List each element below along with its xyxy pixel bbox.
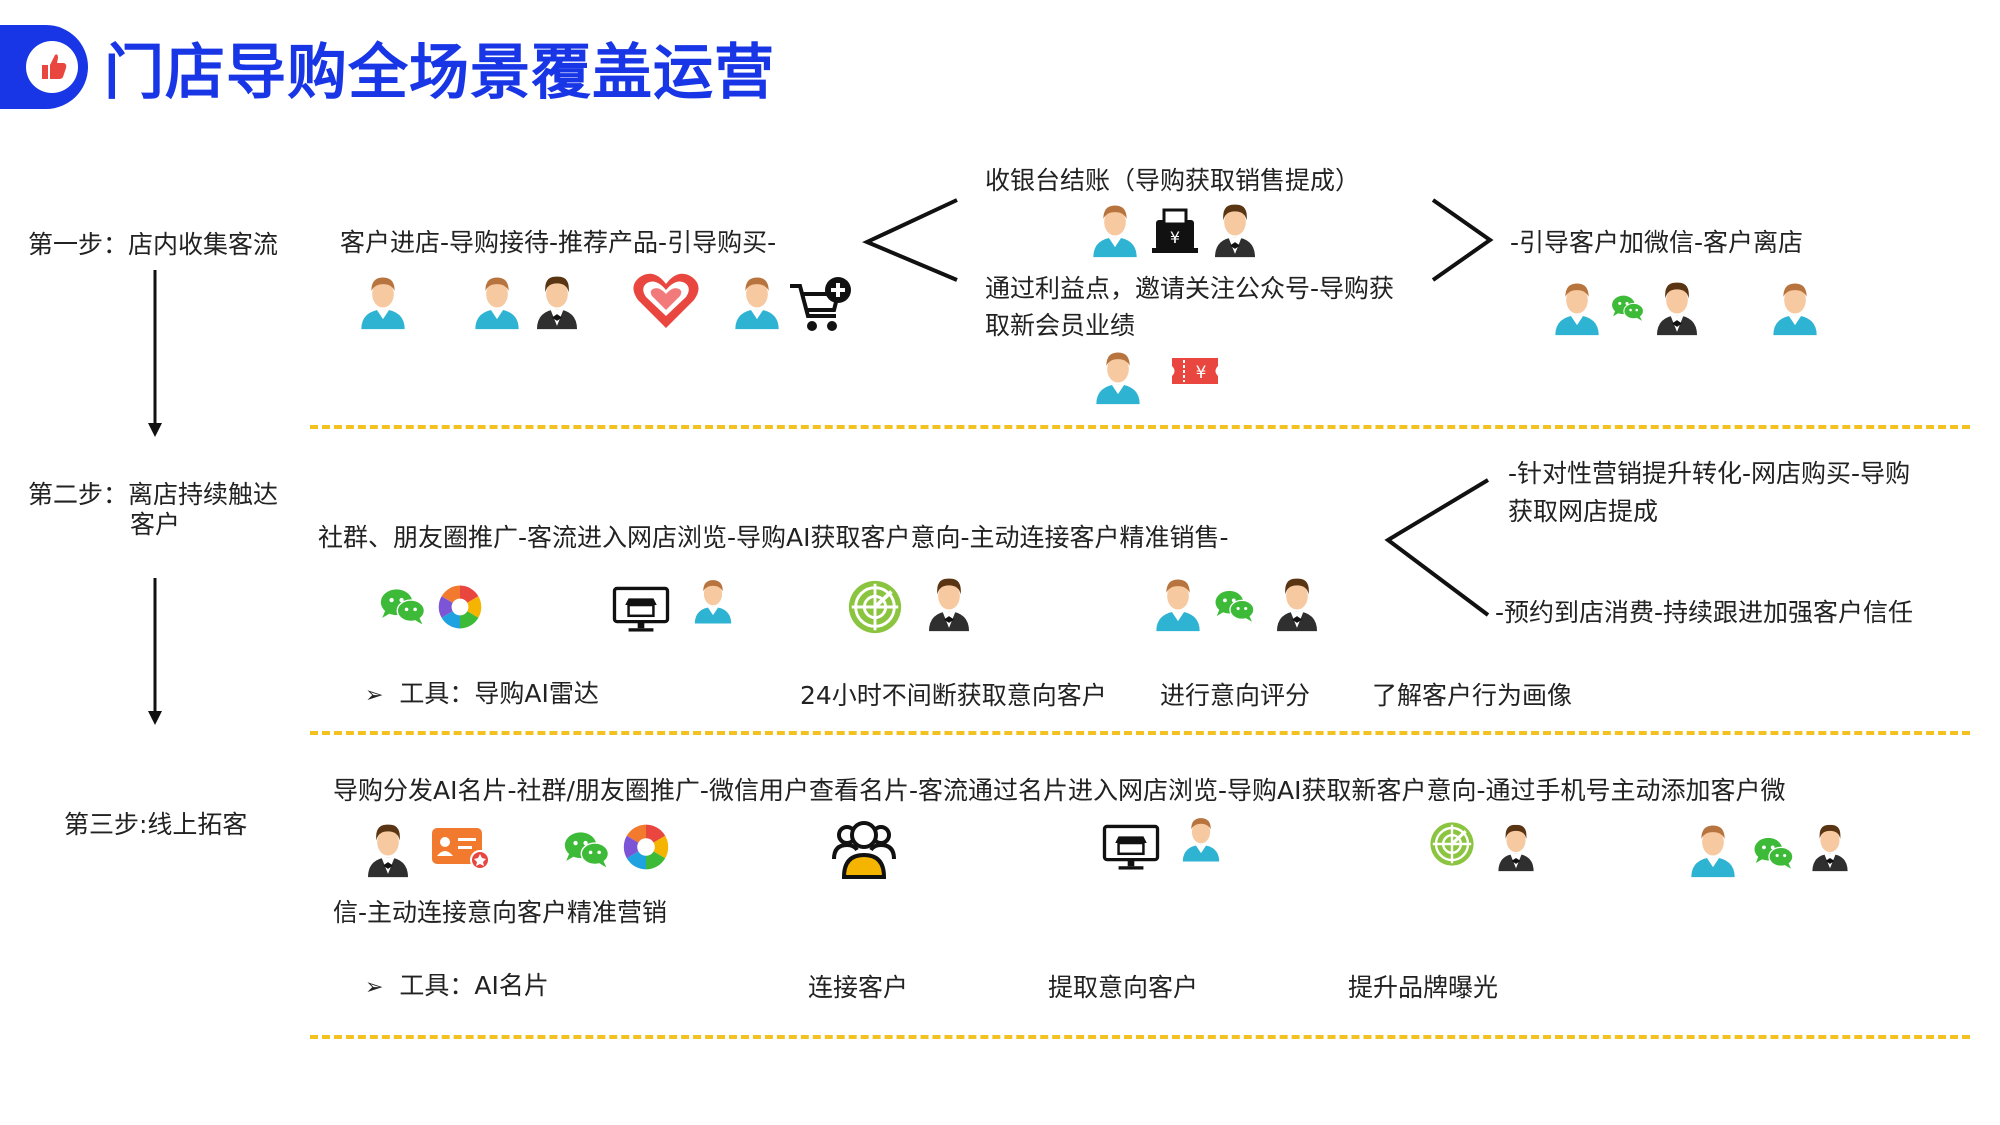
step2-feature-1: 24小时不间断获取意向客户 (800, 681, 1107, 710)
customer-icon (1552, 276, 1602, 336)
customer-icon (732, 270, 782, 330)
step3-tool-label: 工具：AI名片 (399, 971, 549, 1000)
thumbs-up-icon (26, 41, 78, 93)
radar-icon (846, 578, 904, 636)
step3-tool: ➢ 工具：AI名片 (365, 970, 549, 1003)
monitor-store-icon (612, 585, 670, 635)
wechat-icon (1752, 834, 1796, 872)
step1-result: -引导客户加微信-客户离店 (1510, 228, 1804, 257)
step2-feature-2: 进行意向评分 (1160, 681, 1311, 710)
step2-tool-label: 工具：导购AI雷达 (399, 679, 599, 708)
divider-1 (310, 425, 1970, 429)
step2-branch-lines (1384, 478, 1490, 617)
step2-tool: ➢ 工具：导购AI雷达 (365, 678, 599, 711)
staff-icon (1494, 818, 1538, 873)
wechat-icon (562, 828, 612, 871)
chrome-like-icon (437, 584, 483, 630)
step3-main-flow-1: 导购分发AI名片-社群/朋友圈推广-微信用户查看名片-客流通过名片进入网店浏览-… (333, 776, 1786, 805)
cart-plus-icon (790, 277, 851, 331)
step3-main-flow-2: 信-主动连接意向客户精准营销 (333, 898, 668, 927)
group-icon (832, 821, 896, 879)
wechat-icon (1610, 292, 1646, 324)
customer-icon (472, 270, 522, 330)
wechat-icon (1213, 587, 1257, 625)
step1-branch-bottom-1: 通过利益点，邀请关注公众号-导购获 (985, 274, 1395, 303)
svg-text:¥: ¥ (1170, 228, 1180, 247)
step2-label-cont: 客户 (130, 510, 181, 539)
customer-icon (358, 270, 408, 330)
step3-feature-2: 提取意向客户 (1048, 973, 1199, 1002)
heart-icon (633, 273, 699, 328)
step3-label: 第三步:线上拓客 (64, 810, 248, 839)
step1-branch-top: 收银台结账（导购获取销售提成） (985, 166, 1361, 195)
customer-icon (1180, 812, 1222, 862)
staff-icon (924, 572, 974, 632)
step2-branch-bottom: -预约到店消费-持续跟进加强客户信任 (1495, 598, 1914, 627)
radar-icon (1428, 820, 1476, 868)
step2-label: 第二步：离店持续触达 (28, 480, 279, 509)
step2-feature-3: 了解客户行为画像 (1372, 681, 1573, 710)
customer-icon (692, 574, 734, 624)
staff-icon (532, 270, 582, 330)
step2-branch-top-2: 获取网店提成 (1508, 497, 1659, 526)
title-badge (0, 25, 88, 109)
business-card-icon (432, 828, 490, 870)
arrow-bullet-icon: ➢ (365, 975, 384, 1000)
step2-main-flow: 社群、朋友圈推广-客流进入网店浏览-导购AI获取客户意向-主动连接客户精准销售- (318, 523, 1229, 552)
chrome-like-icon (622, 823, 670, 871)
staff-icon (1210, 198, 1260, 258)
step3-feature-3: 提升品牌曝光 (1348, 973, 1499, 1002)
customer-icon (1770, 276, 1820, 336)
arrow-bullet-icon: ➢ (365, 683, 384, 708)
customer-icon (1153, 572, 1203, 632)
monitor-store-icon (1102, 823, 1160, 873)
page-title: 门店导购全场景覆盖运营 (104, 38, 775, 108)
step-flow-arrows (148, 270, 162, 725)
wechat-icon (378, 585, 428, 628)
divider-3 (310, 1035, 1970, 1039)
customer-icon (1093, 345, 1143, 405)
staff-icon (1272, 572, 1322, 632)
divider-2 (310, 731, 1970, 735)
customer-icon (1688, 818, 1738, 878)
coupon-icon: ¥ (1172, 358, 1218, 384)
staff-icon (1652, 276, 1702, 336)
step1-main-flow: 客户进店-导购接待-推荐产品-引导购买- (340, 228, 777, 257)
svg-text:¥: ¥ (1196, 363, 1207, 383)
step1-branch-lines (862, 198, 958, 282)
step2-branch-top-1: -针对性营销提升转化-网店购买-导购 (1508, 459, 1911, 488)
step1-label: 第一步：店内收集客流 (28, 230, 279, 259)
staff-icon (1808, 818, 1852, 873)
staff-icon (363, 818, 413, 878)
customer-icon (1090, 198, 1140, 258)
cash-register-icon: ¥ (1152, 208, 1198, 253)
step1-branch-bottom-2: 取新会员业绩 (985, 311, 1136, 340)
step1-merge-lines (1431, 198, 1494, 282)
step3-feature-1: 连接客户 (808, 973, 909, 1002)
